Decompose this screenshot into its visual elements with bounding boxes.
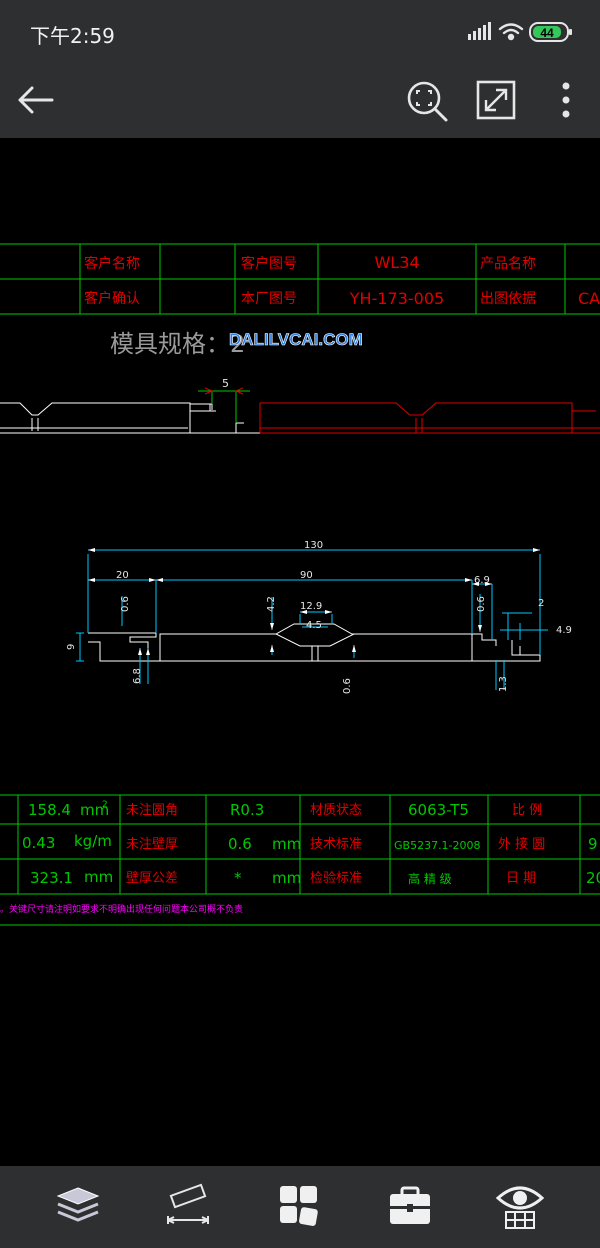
area-value: 158.4 xyxy=(28,801,71,819)
weight-unit: kg/m xyxy=(74,832,112,850)
more-vertical-icon[interactable] xyxy=(542,76,590,124)
bottom-toolbar xyxy=(0,1166,600,1248)
battery-level: 44 xyxy=(540,26,554,40)
layout-grid-icon[interactable] xyxy=(268,1180,328,1234)
wall-label: 未注壁厚 xyxy=(126,837,178,852)
dim-thickness-left: 0.6 xyxy=(120,596,131,612)
dim-rib-inner: 4.5 xyxy=(306,620,322,631)
cad-drawing: 客户名称 客户图号 WL34 产品名称 客户确认 本厂图号 YH-173-005… xyxy=(0,243,600,926)
mold-spec-text: 模具规格：2 xyxy=(110,330,245,358)
date-value: 20 xyxy=(586,869,600,887)
drawing-note: 。关键尺寸请注明如要求不明确出现任何问题本公司概不负责 xyxy=(0,903,243,915)
factory-drawing-label: 本厂图号 xyxy=(241,291,297,307)
fullscreen-icon[interactable] xyxy=(472,76,520,124)
top-dim-5: 5 xyxy=(222,377,229,390)
tech-value: GB5237.1-2008 xyxy=(394,839,481,852)
customer-name-label: 客户名称 xyxy=(84,255,140,272)
fillet-label: 未注圆角 xyxy=(126,803,178,818)
top-toolbar xyxy=(0,62,600,138)
tolerance-unit: mm xyxy=(272,869,301,887)
perimeter-unit: mm xyxy=(84,868,113,886)
material-label: 材质状态 xyxy=(310,803,362,818)
dim-right-lip: 1.3 xyxy=(498,676,509,692)
dim-rib-width: 12.9 xyxy=(300,601,322,612)
cad-drawing-canvas[interactable]: 客户名称 客户图号 WL34 产品名称 客户确认 本厂图号 YH-173-005… xyxy=(0,138,600,1166)
battery-icon: 44 xyxy=(529,22,572,42)
title-block xyxy=(0,243,600,315)
area-sup: 2 xyxy=(102,800,108,810)
watermark-logo: DALILVCAI.COM xyxy=(229,330,363,350)
status-bar: 下午2:59 44 xyxy=(0,0,600,62)
measure-ruler-icon[interactable] xyxy=(158,1180,218,1234)
dim-bottom-thickness: 0.6 xyxy=(342,678,353,694)
drawing-basis-label: 出图依据 xyxy=(480,291,536,307)
dim-right-small: 6.9 xyxy=(474,575,490,586)
fillet-value: R0.3 xyxy=(230,801,264,819)
dim-right-thickness: 0.6 xyxy=(476,596,487,612)
watermark-text: DALILVCAI.COM xyxy=(229,330,363,349)
factory-drawing-value: YH-173-005 xyxy=(349,289,444,308)
dim-rib-height: 4.2 xyxy=(266,596,277,612)
dim-left-height: 9 xyxy=(66,644,77,650)
tech-label: 技术标准 xyxy=(310,837,362,852)
view-eye-icon[interactable] xyxy=(490,1180,550,1234)
spec-table xyxy=(0,794,600,926)
wifi-icon xyxy=(498,23,524,41)
dim-middle-width: 90 xyxy=(300,570,313,581)
tolerance-value: * xyxy=(234,869,242,887)
zoom-fit-icon[interactable] xyxy=(402,76,450,124)
dim-overall-width: 130 xyxy=(304,540,323,551)
date-label: 日 期 xyxy=(506,871,536,886)
material-value: 6063-T5 xyxy=(408,801,469,819)
dim-right-offset: 4.9 xyxy=(556,625,572,636)
top-profile-view: 5 xyxy=(0,377,600,434)
cross-section-view: 130 20 90 6.9 12.9 4.5 2 4.9 0.6 4.2 0.6… xyxy=(66,540,572,694)
weight-value: 0.43 xyxy=(22,834,55,852)
dim-right-gap: 2 xyxy=(538,598,544,609)
customer-drawing-label: 客户图号 xyxy=(241,255,297,272)
dim-left-width: 20 xyxy=(116,570,129,581)
customer-confirm-label: 客户确认 xyxy=(84,290,140,307)
layers-icon[interactable] xyxy=(48,1180,108,1234)
scale-label: 比 例 xyxy=(512,803,542,818)
product-name-label: 产品名称 xyxy=(480,256,536,272)
status-time: 下午2:59 xyxy=(30,24,115,48)
signal-icon xyxy=(468,22,491,40)
dim-left-lip: 6.8 xyxy=(132,668,143,684)
back-arrow-icon[interactable] xyxy=(10,76,58,124)
drawing-basis-value: CA xyxy=(578,289,600,308)
wall-unit: mm xyxy=(272,835,301,853)
area-unit: mm xyxy=(80,801,109,819)
wall-value: 0.6 xyxy=(228,835,252,853)
perimeter-value: 323.1 xyxy=(30,869,73,887)
status-icons: 44 xyxy=(468,22,572,42)
circle-value: 9 xyxy=(588,835,598,853)
customer-drawing-value: WL34 xyxy=(374,253,419,272)
tolerance-label: 壁厚公差 xyxy=(126,871,178,886)
inspect-value: 高 精 级 xyxy=(408,871,452,886)
inspect-label: 检验标准 xyxy=(310,870,362,886)
circle-label: 外 接 圆 xyxy=(498,836,545,852)
toolbox-icon[interactable] xyxy=(380,1180,440,1234)
